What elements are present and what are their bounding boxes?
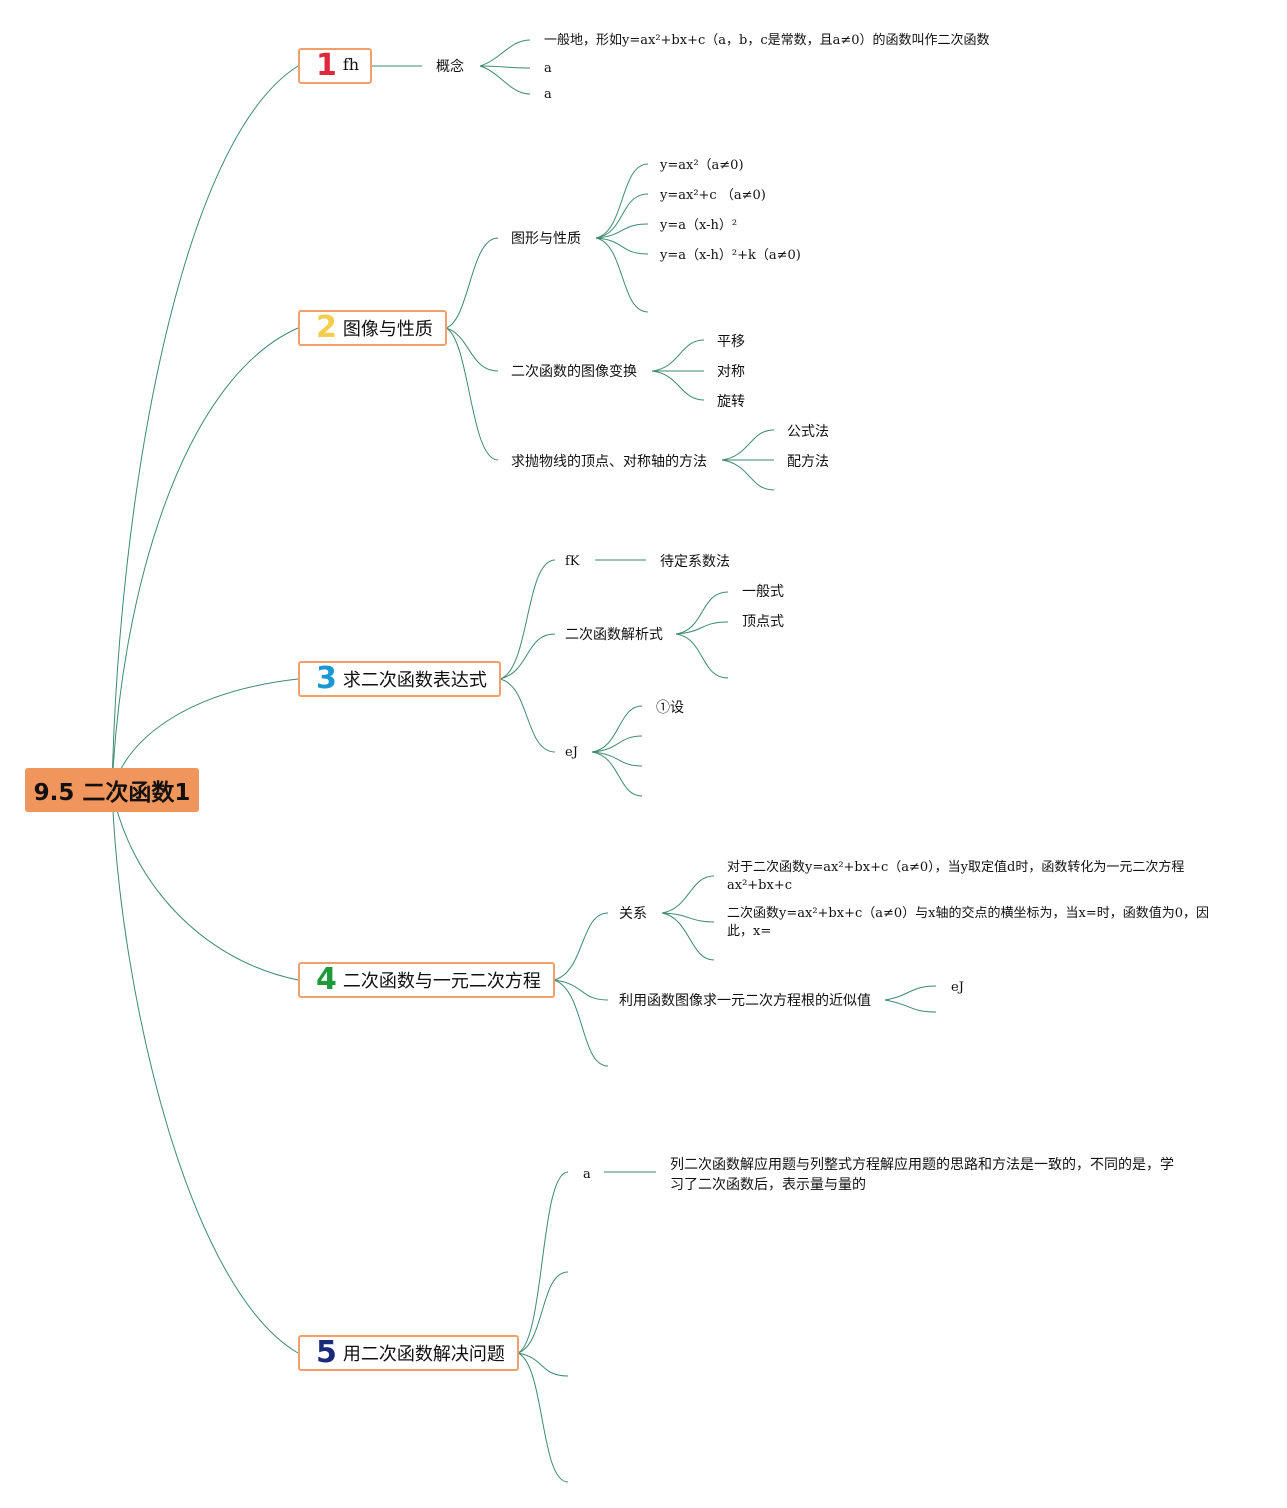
topic-1-number: 1 [316, 48, 337, 83]
node-vertex-form[interactable]: 顶点式 [742, 614, 784, 630]
topic-4-number: 4 [316, 962, 337, 997]
node-concept[interactable]: 概念 [436, 59, 464, 75]
node-analytic-form[interactable]: 二次函数解析式 [565, 627, 663, 643]
node-fk[interactable]: fK [565, 554, 580, 569]
node-concept-definition[interactable]: 一般地，形如y=ax²+bx+c（a，b，c是常数，且a≠0）的函数叫作二次函数 [544, 33, 990, 48]
link-s33-c3 [591, 751, 643, 767]
link-t3-s2 [499, 633, 556, 680]
link-s1-c3 [595, 223, 649, 239]
node-approx-ej[interactable]: eJ [951, 980, 964, 995]
node-relation-1[interactable]: 对于二次函数y=ax²+bx+c（a≠0），当y取定值d时，函数转化为一元二次方… [727, 860, 1185, 893]
link-t5-s4 [517, 1352, 569, 1483]
topic-1[interactable]: 1 fh [298, 48, 372, 84]
link-s1-c5 [595, 237, 649, 313]
link-root-topic4 [111, 789, 299, 981]
topic-2-label: 图像与性质 [342, 319, 433, 340]
link-s2-c1 [651, 339, 705, 372]
node-formula-2[interactable]: y=ax²+c （a≠0) [660, 188, 766, 203]
link-concept-c3 [479, 65, 531, 95]
topic-4[interactable]: 4 二次函数与一元二次方程 [298, 962, 555, 998]
link-s41-c3 [661, 912, 715, 961]
link-s1-c1 [595, 163, 649, 239]
node-formula-method[interactable]: 公式法 [787, 424, 829, 440]
link-root-topic1 [111, 65, 299, 791]
node-translate[interactable]: 平移 [717, 334, 745, 350]
root-topic[interactable]: 9.5 二次函数1 [25, 768, 199, 812]
node-graph-transform[interactable]: 二次函数的图像变换 [511, 364, 637, 380]
link-t3-s1 [499, 559, 556, 680]
link-t4-s2 [553, 979, 609, 1001]
node-complete-square[interactable]: 配方法 [787, 454, 829, 470]
link-t4-s1 [553, 912, 609, 981]
node-approx-roots[interactable]: 利用函数图像求一元二次方程根的近似值 [619, 993, 871, 1009]
topic-1-label: fh [342, 54, 360, 74]
link-s3-c1 [721, 429, 775, 461]
node-relation[interactable]: 关系 [619, 906, 647, 922]
link-s33-c2 [591, 735, 643, 753]
link-t3-s3 [499, 678, 556, 753]
link-root-topic2 [111, 327, 299, 791]
node-formula-4[interactable]: y=a（x-h）²+k（a≠0) [660, 248, 801, 263]
node-formula-1[interactable]: y=ax²（a≠0) [660, 158, 744, 173]
node-shape-properties[interactable]: 图形与性质 [511, 231, 581, 247]
node-formula-3[interactable]: y=a（x-h）² [660, 218, 738, 233]
link-s2-c3 [651, 370, 705, 401]
node-general-form[interactable]: 一般式 [742, 584, 784, 600]
node-application-a[interactable]: a [583, 1167, 591, 1182]
link-s33-c4 [591, 751, 643, 797]
topic-4-label: 二次函数与一元二次方程 [342, 971, 541, 992]
link-t5-s1 [517, 1171, 569, 1354]
link-concept-c2 [479, 65, 531, 69]
link-s42-c1 [884, 985, 937, 1001]
link-s32-c3 [675, 633, 729, 679]
node-step-set[interactable]: ①设 [656, 700, 684, 716]
node-application-text[interactable]: 列二次函数解应用题与列整式方程解应用题的思路和方法是一致的，不同的是，学习了二次… [670, 1157, 1174, 1193]
topic-5[interactable]: 5 用二次函数解决问题 [298, 1335, 519, 1371]
node-symmetry[interactable]: 对称 [717, 364, 745, 380]
node-concept-a2[interactable]: a [544, 87, 552, 102]
node-relation-2[interactable]: 二次函数y=ax²+bx+c（a≠0）与x轴的交点的横坐标为，当x=时，函数值为… [727, 906, 1209, 939]
topic-3-number: 3 [316, 661, 337, 696]
link-t2-s3 [445, 327, 499, 461]
node-vertex-method[interactable]: 求抛物线的顶点、对称轴的方法 [511, 454, 707, 470]
link-s32-c1 [675, 591, 729, 635]
link-s1-c2 [595, 193, 649, 239]
link-s32-c2 [675, 621, 729, 635]
topic-5-label: 用二次函数解决问题 [342, 1344, 505, 1365]
link-s42-c2 [884, 999, 937, 1013]
link-root-topic5 [111, 789, 299, 1354]
link-s33-c1 [591, 705, 643, 753]
link-s3-c3 [721, 459, 775, 491]
topic-5-number: 5 [316, 1335, 337, 1370]
link-t5-s2 [517, 1271, 569, 1354]
node-concept-a1[interactable]: a [544, 61, 552, 76]
link-s1-c4 [595, 237, 649, 255]
topic-3[interactable]: 3 求二次函数表达式 [298, 661, 501, 697]
link-t2-s1 [445, 237, 499, 329]
link-s41-c2 [661, 912, 715, 923]
node-undetermined-coeff[interactable]: 待定系数法 [660, 554, 730, 570]
topic-2-number: 2 [316, 310, 337, 345]
link-s41-c1 [661, 875, 715, 914]
link-t2-s2 [445, 327, 499, 372]
node-rotate[interactable]: 旋转 [717, 394, 745, 410]
node-ej[interactable]: eJ [565, 745, 578, 760]
link-t4-s3 [553, 979, 609, 1067]
topic-3-label: 求二次函数表达式 [342, 670, 487, 691]
link-t5-s3 [517, 1352, 569, 1377]
link-concept-c1 [479, 39, 531, 67]
topic-2[interactable]: 2 图像与性质 [298, 310, 447, 346]
root-title: 9.5 二次函数1 [33, 780, 191, 806]
